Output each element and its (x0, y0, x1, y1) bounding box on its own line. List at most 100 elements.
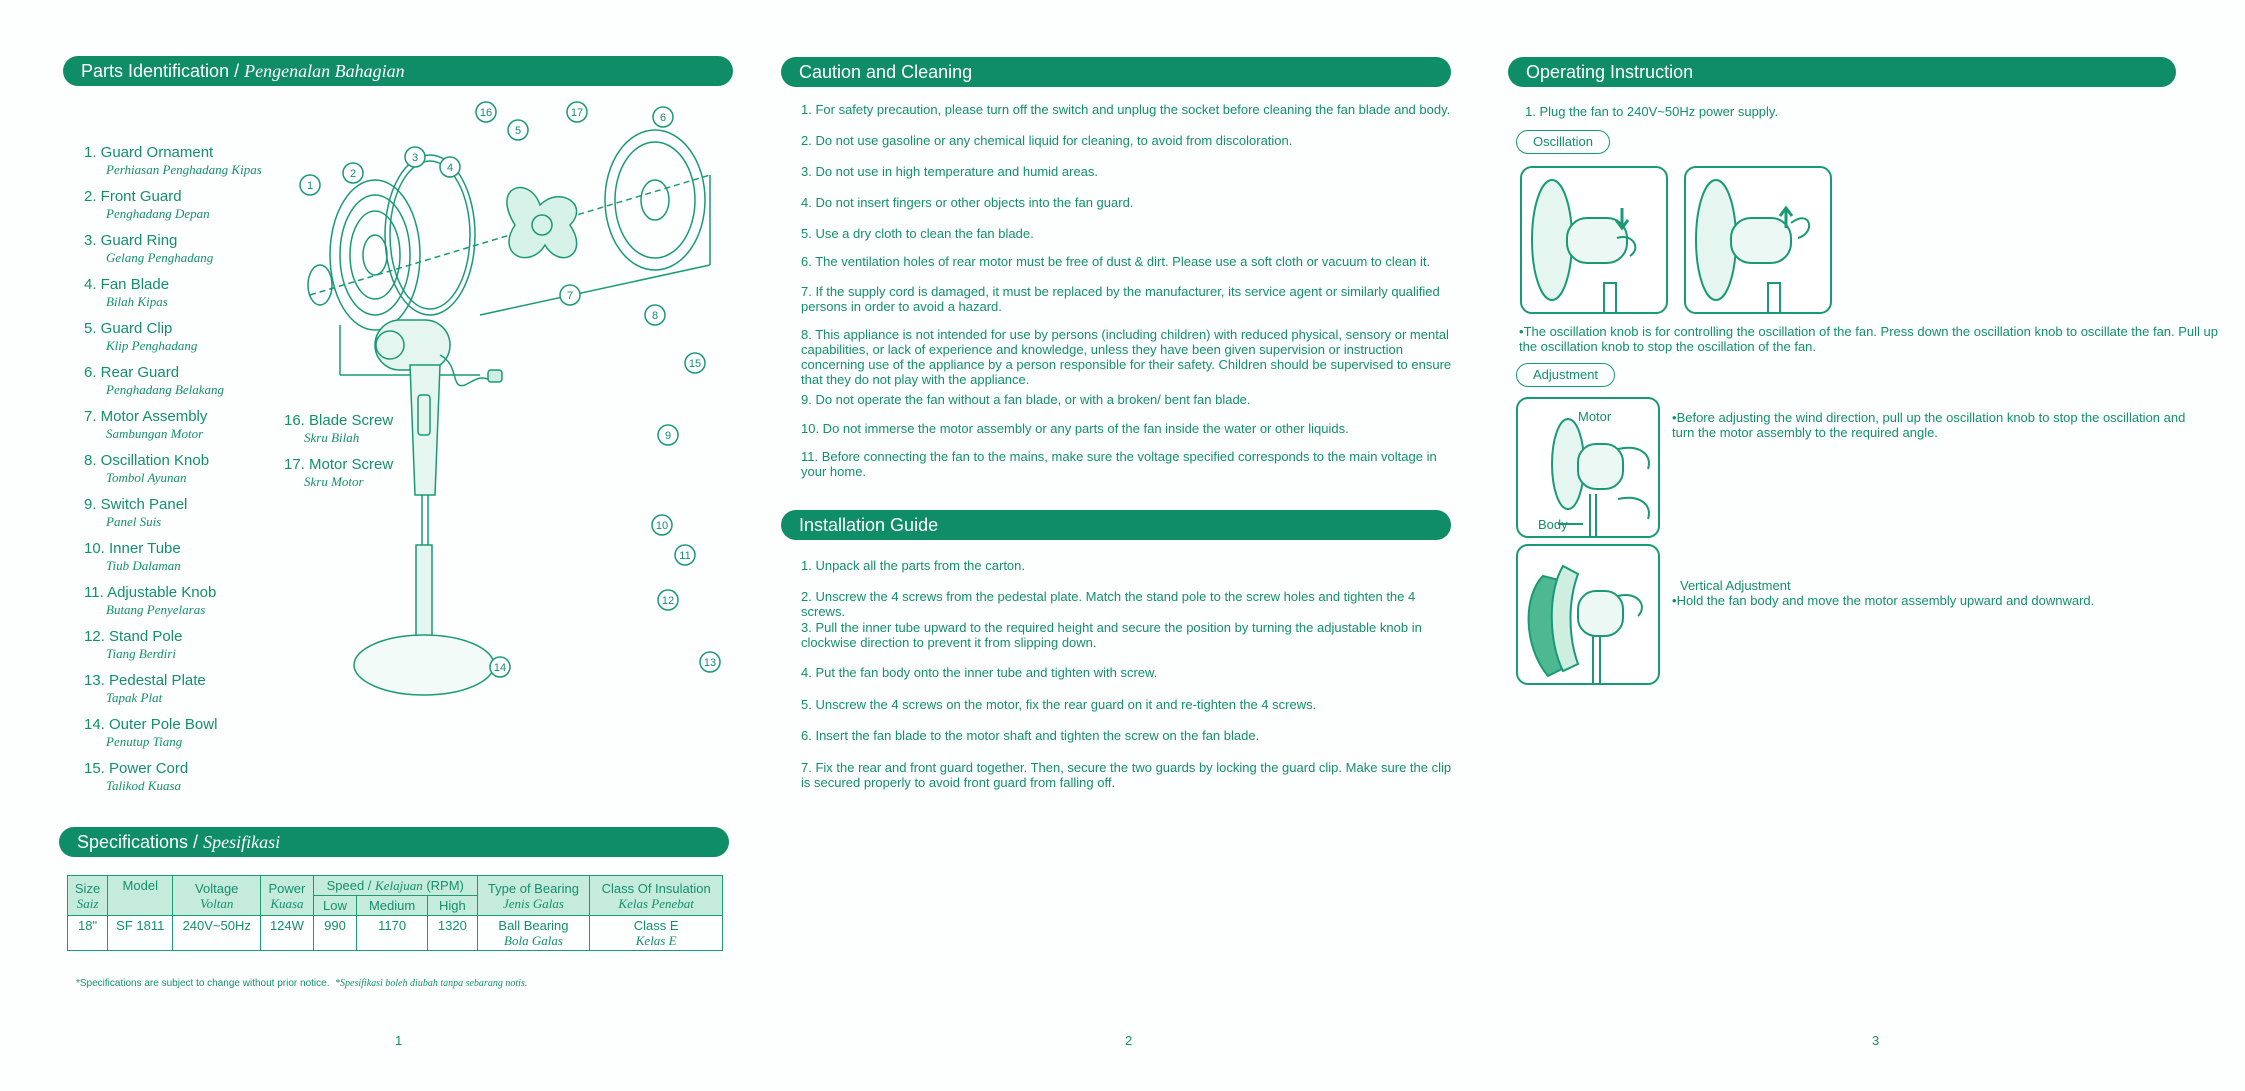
part-name-malay: Butang Penyelaras (106, 602, 206, 617)
svg-text:4: 4 (447, 162, 453, 174)
part-name: 3. Guard Ring (84, 232, 178, 249)
caution-item: 9. Do not operate the fan without a fan … (801, 392, 1251, 407)
callout-17: 17 (566, 101, 588, 123)
part-name: 11. Adjustable Knob (84, 584, 217, 601)
part-name-malay: Panel Suis (106, 514, 162, 529)
callout-4: 4 (439, 156, 461, 178)
svg-text:15: 15 (689, 358, 701, 370)
part-name-malay: Klip Penghadang (106, 338, 198, 353)
vertical-text: •Hold the fan body and move the motor as… (1672, 593, 2095, 608)
oscillation-text: •The oscillation knob is for controlling… (1519, 324, 2219, 354)
caution-title-bar: Caution and Cleaning (781, 57, 1451, 87)
page-1: Parts Identification / Pengenalan Bahagi… (0, 0, 745, 1091)
callout-12: 12 (657, 589, 679, 611)
part-name-malay: Talikod Kuasa (106, 778, 182, 793)
part-name: 8. Oscillation Knob (84, 452, 210, 469)
caution-item: 10. Do not immerse the motor assembly or… (801, 421, 1349, 436)
fan-pull-icon (1695, 179, 1811, 314)
callout-6: 6 (652, 106, 674, 128)
fan-press-icon (1531, 179, 1637, 314)
install-item: 3. Pull the inner tube upward to the req… (801, 620, 1422, 650)
callout-1: 1 (299, 174, 321, 196)
callout-13: 13 (699, 651, 721, 673)
part-name-malay: Skru Bilah (304, 430, 360, 445)
operating-step-1: 1. Plug the fan to 240V~50Hz power suppl… (1525, 104, 1779, 119)
fan-tilt-icon (1527, 564, 1643, 683)
callout-7: 7 (559, 284, 581, 306)
part-name: 13. Pedestal Plate (84, 672, 206, 689)
parts-title-malay: Pengenalan Bahagian (244, 61, 405, 81)
callout-11: 11 (674, 544, 696, 566)
caution-item: 8. This appliance is not intended for us… (801, 327, 1452, 387)
bullet-icon: • (1672, 593, 1677, 608)
spec-low: 990 (312, 915, 358, 951)
spec-medium: 1170 (356, 915, 429, 951)
spec-h-speed: Speed / Kelajuan (RPM) (312, 875, 478, 896)
install-title-bar: Installation Guide (781, 510, 1451, 540)
page-number-3: 3 (1872, 1033, 1880, 1048)
part-name-malay: Skru Motor (304, 474, 364, 489)
svg-text:7: 7 (567, 290, 573, 302)
svg-text:9: 9 (665, 430, 671, 442)
operating-title-bar: Operating Instruction (1508, 57, 2176, 87)
part-name-malay: Perhiasan Penghadang Kipas (106, 162, 262, 177)
part-name-malay: Bilah Kipas (106, 294, 168, 309)
callout-16: 16 (475, 101, 497, 123)
svg-text:11: 11 (679, 550, 690, 562)
caution-item: 11. Before connecting the fan to the mai… (801, 449, 1437, 479)
part-name: 6. Rear Guard (84, 364, 180, 381)
bullet-icon: • (1519, 324, 1524, 339)
caution-item: 6. The ventilation holes of rear motor m… (801, 254, 1431, 269)
svg-text:6: 6 (660, 112, 666, 124)
callout-3: 3 (404, 146, 426, 168)
svg-text:2: 2 (350, 168, 356, 180)
install-item: 6. Insert the fan blade to the motor sha… (801, 728, 1260, 743)
part-name: 4. Fan Blade (84, 276, 170, 293)
callout-15: 15 (684, 352, 706, 374)
page-number-1: 1 (395, 1033, 403, 1048)
motor-adjust-illustration: Motor Body (1516, 397, 1660, 538)
callout-8: 8 (644, 304, 666, 326)
oscillation-pull-illustration (1684, 166, 1832, 314)
svg-text:3: 3 (412, 152, 418, 164)
spec-h-model: Model (107, 875, 174, 916)
fan-hands-icon (1551, 418, 1650, 536)
spec-title: Specifications / (77, 832, 199, 852)
svg-text:5: 5 (515, 125, 521, 137)
spec-h-low: Low (312, 895, 358, 916)
spec-h-medium: Medium (356, 895, 429, 916)
part-name-malay: Tiub Dalaman (106, 558, 181, 573)
caution-item: 2. Do not use gasoline or any chemical l… (801, 133, 1293, 148)
vertical-title: Vertical Adjustment (1680, 578, 1791, 593)
part-name: 14. Outer Pole Bowl (84, 716, 218, 733)
page-2: Caution and Cleaning 1. For safety preca… (745, 0, 1490, 1091)
install-item: 4. Put the fan body onto the inner tube … (801, 665, 1158, 680)
oscillation-label: Oscillation (1516, 130, 1610, 154)
svg-text:10: 10 (656, 520, 668, 532)
vertical-adjust-illustration (1516, 544, 1660, 685)
adjust-text: •Before adjusting the wind direction, pu… (1672, 410, 2186, 440)
spec-note: *Specifications are subject to change wi… (76, 978, 528, 989)
spec-model: SF 1811 (107, 915, 174, 951)
spec-size: 18" (66, 915, 109, 951)
part-name-malay: Tapak Plat (106, 690, 163, 705)
page-3: Operating Instruction 1. Plug the fan to… (1490, 0, 2245, 1091)
adjustment-label: Adjustment (1516, 363, 1616, 387)
spec-high: 1320 (427, 915, 478, 951)
part-name-malay: Penutup Tiang (106, 734, 183, 749)
motor-label: Motor (1578, 409, 1612, 424)
parts-title-bar: Parts Identification / Pengenalan Bahagi… (63, 56, 733, 86)
part-name-malay: Tombol Ayunan (106, 470, 187, 485)
svg-text:14: 14 (494, 662, 506, 674)
spec-power: 124W (260, 915, 314, 951)
part-name: 9. Switch Panel (84, 496, 188, 513)
svg-text:16: 16 (480, 107, 492, 119)
svg-text:12: 12 (662, 595, 674, 607)
